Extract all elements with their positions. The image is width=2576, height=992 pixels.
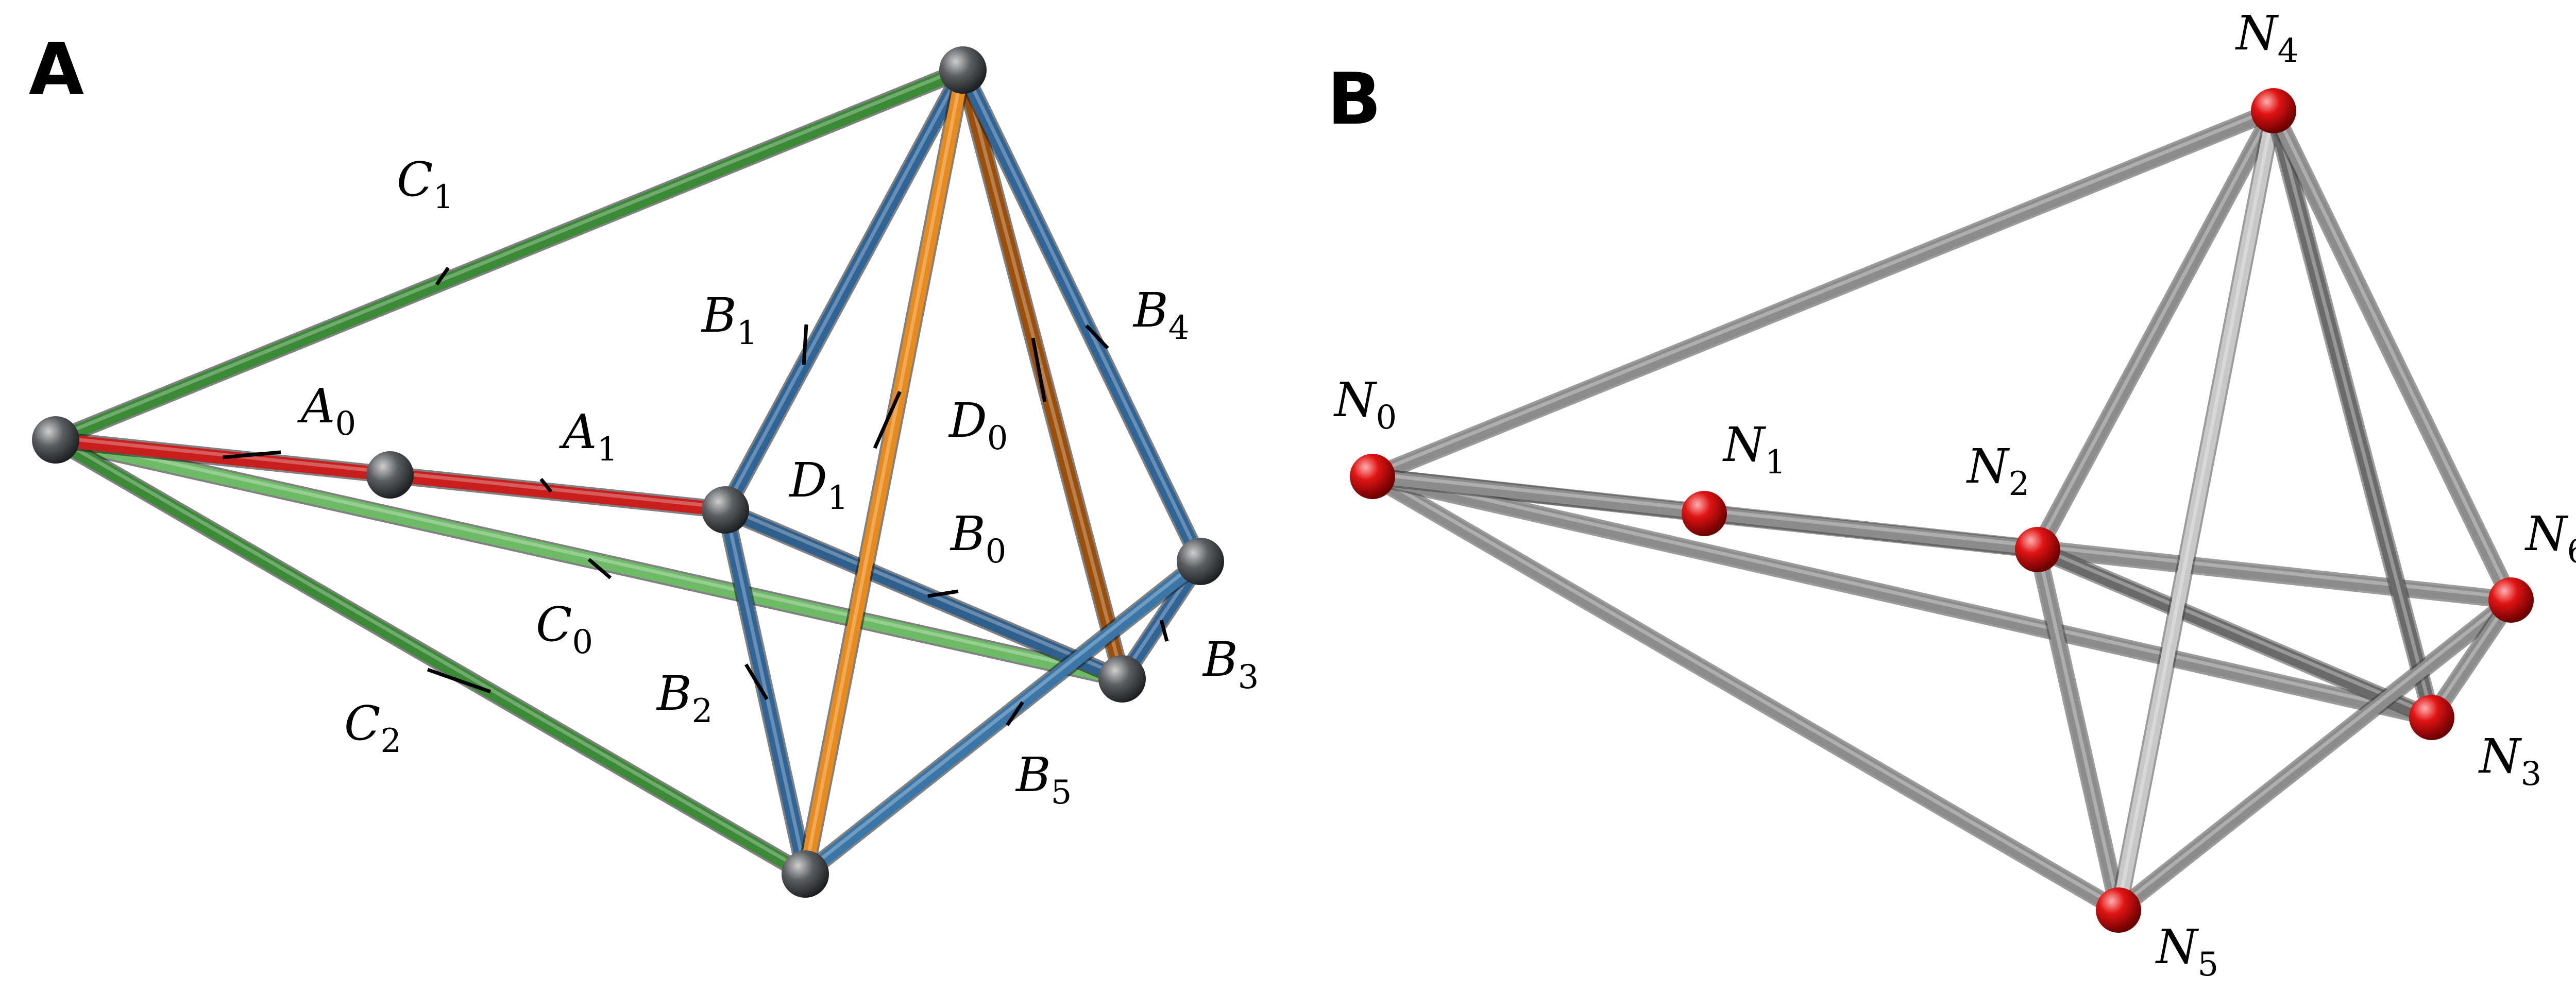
edge-b1 [717,61,972,519]
leader-a0 [223,450,281,459]
edge-a1 [381,466,734,519]
leader-c0 [587,558,612,579]
edge-n0-n4 [1364,102,2282,485]
label-b3: B3 [1202,632,1259,696]
leader-c1 [435,267,450,286]
label-n2: N2 [1966,439,2029,503]
edge-n0-n5 [1364,468,2127,919]
joint-mid [702,486,749,534]
leader-b4 [1085,324,1109,350]
joint-n0 [32,416,79,464]
edge-d1 [796,61,972,883]
label-n0: N0 [1333,372,1397,437]
label-b1: B1 [701,288,757,352]
leader-a1 [539,477,553,493]
panel-letter-a: A [29,28,84,111]
edge-n5-n6 [2110,591,2520,919]
label-b4: B4 [1132,283,1189,347]
edge-c2 [47,431,814,883]
label-n4: N4 [2235,6,2298,70]
label-d0: D0 [948,393,1008,457]
node-n6 [2488,577,2534,623]
label-n1: N1 [1722,417,1786,482]
edge-b2 [717,501,814,883]
leader-d1 [873,390,902,449]
joint-bottom [782,850,829,898]
label-c2: C2 [344,696,401,760]
label-a1: A1 [558,404,618,469]
edge-n0-n6 [1364,468,2520,609]
joint-right [1177,538,1224,585]
node-n4 [2251,88,2296,133]
edge-b4 [954,61,1209,570]
node-n3 [2409,695,2454,740]
edge-n4-n3 [2265,102,2441,726]
edge-n2-n4 [2029,102,2282,558]
node-n5 [2096,887,2141,933]
leader-c2 [427,668,492,694]
edge-n4-n6 [2265,102,2520,609]
leader-d0 [1031,337,1047,402]
node-n0 [1350,454,1395,499]
joint-top [939,46,987,94]
label-c1: C1 [397,152,454,216]
edge-n0-n3 [1364,468,2441,726]
edge-c1 [47,61,972,449]
label-n5: N5 [2155,919,2218,984]
label-b0: B0 [950,506,1006,571]
edge-n2-n3 [2029,541,2441,726]
leader-b2 [744,663,769,700]
joint-back [1098,655,1146,703]
label-n3: N3 [2478,729,2541,793]
label-d1: D1 [788,453,848,517]
label-n6: N6 [2524,506,2576,571]
label-a0: A0 [297,379,356,443]
node-n1 [1682,491,1727,536]
leader-b0 [927,589,959,598]
label-b5: B5 [1015,747,1072,812]
edge-n4-n5 [2110,102,2282,919]
leader-b1 [802,324,808,365]
leader-b3 [1159,620,1169,642]
label-b2: B2 [656,666,713,730]
edge-b5 [796,553,1209,883]
edge-d0 [954,61,1131,688]
joint-n1 [366,451,414,499]
node-n2 [2015,527,2060,572]
label-c0: C0 [536,597,593,661]
panel-letter-b: B [1327,58,1382,141]
leader-b5 [1006,701,1024,726]
edge-n2-n5 [2029,541,2127,919]
edge-b0 [717,501,1131,688]
